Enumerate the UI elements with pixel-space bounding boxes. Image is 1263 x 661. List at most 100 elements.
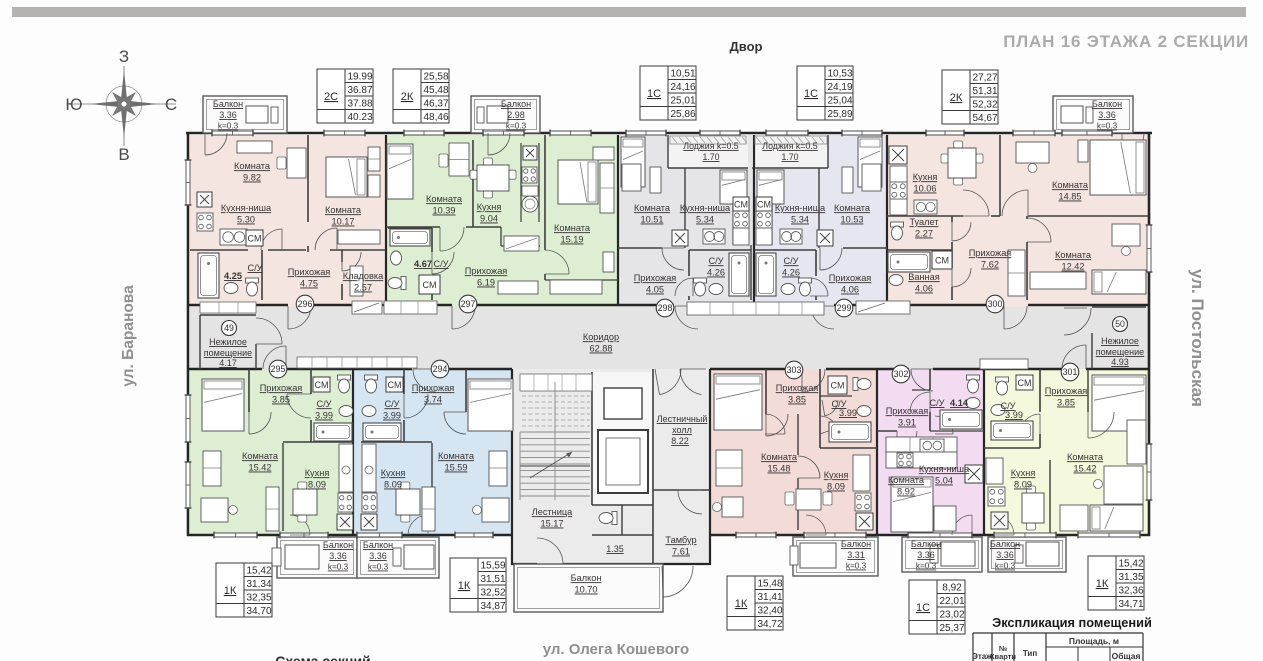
svg-text:31,34: 31,34: [246, 579, 271, 590]
svg-text:Этаж: Этаж: [972, 652, 992, 661]
svg-text:31,41: 31,41: [757, 592, 782, 603]
svg-text:Лоджия k=0.5: Лоджия k=0.5: [683, 141, 738, 151]
svg-text:19.99: 19.99: [347, 72, 372, 83]
svg-text:10.51: 10.51: [641, 215, 664, 225]
svg-text:СМ: СМ: [734, 199, 748, 209]
svg-text:4.25: 4.25: [224, 271, 242, 281]
svg-text:10.70: 10.70: [575, 585, 598, 595]
svg-text:С/У: С/У: [831, 399, 846, 409]
svg-text:Комната: Комната: [554, 223, 591, 233]
svg-text:Комната: Комната: [426, 194, 463, 204]
svg-text:1С: 1С: [916, 602, 930, 614]
svg-text:10.39: 10.39: [433, 206, 456, 216]
svg-text:294: 294: [433, 364, 448, 374]
svg-text:Тамбур: Тамбур: [665, 535, 696, 545]
svg-text:Общая: Общая: [1112, 651, 1141, 661]
svg-text:Лестница: Лестница: [532, 507, 573, 517]
svg-text:Кварти: Кварти: [990, 652, 1016, 661]
svg-text:Лестничный: Лестничный: [657, 414, 708, 424]
svg-text:15.17: 15.17: [541, 519, 564, 529]
svg-text:303: 303: [787, 365, 802, 375]
svg-text:1К: 1К: [1096, 578, 1109, 590]
svg-text:25,04: 25,04: [827, 96, 852, 107]
svg-text:32,40: 32,40: [757, 606, 782, 617]
svg-text:4.06: 4.06: [915, 284, 933, 294]
svg-text:Кладовка: Кладовка: [343, 271, 384, 281]
svg-text:С/У: С/У: [783, 256, 798, 266]
svg-text:32,36: 32,36: [1118, 586, 1143, 597]
svg-text:С/У: С/У: [247, 263, 262, 273]
svg-text:12.42: 12.42: [1062, 262, 1085, 272]
svg-text:СМ: СМ: [248, 233, 262, 243]
svg-text:№: №: [999, 644, 1007, 653]
svg-text:24,19: 24,19: [827, 82, 852, 93]
svg-text:8,92: 8,92: [942, 583, 962, 594]
svg-text:10.17: 10.17: [332, 217, 355, 227]
svg-text:1К: 1К: [735, 598, 748, 610]
svg-text:Балкон: Балкон: [1092, 99, 1122, 109]
svg-text:Балкон: Балкон: [571, 573, 602, 583]
svg-text:34,72: 34,72: [757, 619, 782, 630]
svg-text:Кухня: Кухня: [477, 202, 502, 212]
svg-text:Кухня-ниша: Кухня-ниша: [775, 203, 826, 213]
svg-text:5.30: 5.30: [237, 215, 255, 225]
svg-text:6.19: 6.19: [477, 278, 495, 288]
svg-text:3.91: 3.91: [898, 418, 916, 428]
svg-text:помещение: помещение: [1096, 347, 1144, 357]
svg-text:5.34: 5.34: [696, 215, 714, 225]
svg-text:297: 297: [461, 299, 476, 309]
svg-text:4.05: 4.05: [646, 285, 664, 295]
svg-text:Туалет: Туалет: [909, 217, 939, 227]
svg-text:С/У: С/У: [929, 398, 944, 408]
svg-text:5.04: 5.04: [935, 476, 953, 486]
svg-text:k=0.3: k=0.3: [916, 562, 937, 571]
svg-text:7.61: 7.61: [672, 547, 690, 557]
svg-text:Кухня-ниша: Кухня-ниша: [919, 464, 970, 474]
svg-text:298: 298: [658, 303, 673, 313]
svg-text:4.06: 4.06: [841, 285, 859, 295]
svg-text:Комната: Комната: [1067, 452, 1104, 462]
svg-text:9.04: 9.04: [480, 214, 498, 224]
svg-text:15.59: 15.59: [445, 463, 468, 473]
svg-text:3.36: 3.36: [369, 551, 387, 561]
svg-text:ул. Олега Кошевого: ул. Олега Кошевого: [543, 641, 689, 658]
svg-text:k=0.3: k=0.3: [506, 122, 527, 131]
svg-text:3.99: 3.99: [839, 408, 857, 418]
svg-text:1С: 1С: [647, 88, 661, 100]
svg-text:3.36: 3.36: [996, 550, 1014, 560]
svg-text:2К: 2К: [950, 92, 963, 104]
svg-text:Комната: Комната: [834, 203, 871, 213]
svg-text:Балкон: Балкон: [501, 99, 531, 109]
svg-text:Нежилое: Нежилое: [1101, 336, 1139, 346]
svg-text:14.85: 14.85: [1059, 192, 1082, 202]
svg-text:СМ: СМ: [423, 280, 437, 290]
svg-text:24,16: 24,16: [670, 82, 695, 93]
svg-text:2.57: 2.57: [354, 283, 372, 293]
svg-text:СМ: СМ: [315, 380, 329, 390]
svg-text:Балкон: Балкон: [363, 540, 393, 550]
svg-text:СМ: СМ: [757, 199, 771, 209]
svg-text:Площадь, м: Площадь, м: [1069, 636, 1119, 646]
svg-text:Прихожая: Прихожая: [886, 406, 929, 416]
svg-text:15.48: 15.48: [768, 464, 791, 474]
svg-text:34,71: 34,71: [1118, 599, 1143, 610]
svg-text:Комната: Комната: [888, 475, 925, 485]
svg-text:Комната: Комната: [634, 203, 671, 213]
svg-text:Комната: Комната: [761, 452, 798, 462]
svg-text:Комната: Комната: [242, 451, 279, 461]
svg-text:25,37: 25,37: [939, 623, 964, 634]
svg-text:23,02: 23,02: [939, 610, 964, 621]
svg-text:С/У: С/У: [708, 256, 723, 266]
svg-text:32,35: 32,35: [246, 593, 271, 604]
svg-text:k=0.3: k=0.3: [995, 562, 1016, 571]
svg-text:Прихожая: Прихожая: [634, 273, 677, 283]
svg-text:54,67: 54,67: [972, 113, 997, 124]
svg-text:Кухня: Кухня: [913, 172, 938, 182]
svg-text:5.34: 5.34: [791, 215, 809, 225]
svg-text:В: В: [118, 145, 129, 164]
svg-text:Прихожая: Прихожая: [260, 383, 303, 393]
svg-text:299: 299: [837, 303, 852, 313]
svg-text:4.67: 4.67: [414, 259, 432, 269]
svg-text:З: З: [119, 47, 129, 66]
svg-text:25,86: 25,86: [670, 109, 695, 120]
